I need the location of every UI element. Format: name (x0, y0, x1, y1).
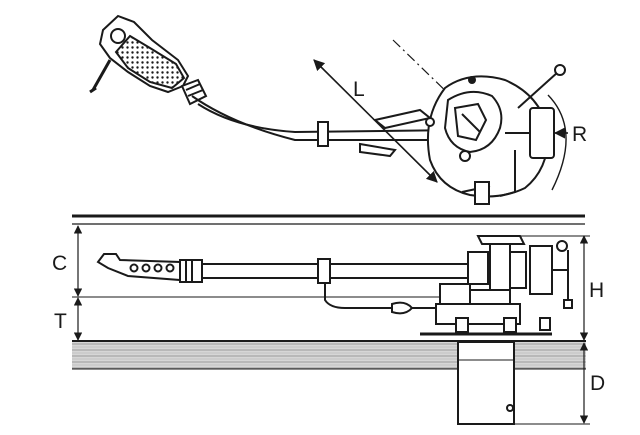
label-d: D (590, 372, 605, 395)
arm-cable (324, 283, 392, 309)
label-r: R (572, 123, 587, 146)
pivot-housing-side (420, 235, 573, 336)
label-l: L (353, 78, 365, 101)
label-c: C (52, 252, 67, 275)
label-h: H (589, 279, 604, 302)
pivot-assembly (359, 64, 566, 205)
rotation-arc (547, 94, 567, 191)
side-view (72, 214, 590, 425)
center-line (392, 39, 456, 101)
headshell (89, 14, 190, 94)
top-view (89, 14, 568, 205)
headshell-collar (180, 78, 208, 106)
under-board-housing (457, 341, 515, 425)
label-t: T (54, 310, 67, 333)
dimension-lines (72, 225, 590, 425)
headshell-side (96, 253, 203, 283)
